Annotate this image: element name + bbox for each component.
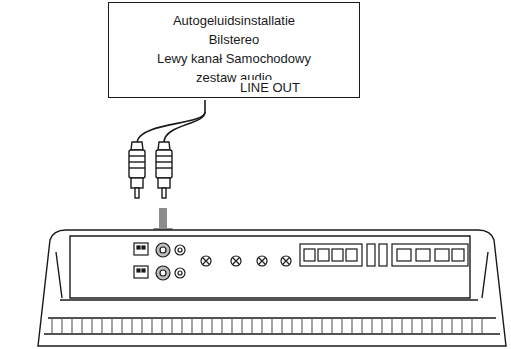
fin-line <box>122 319 123 333</box>
fin-line <box>152 319 153 333</box>
fin-line <box>62 319 63 333</box>
amplifier-panel <box>134 243 468 280</box>
fin-line <box>142 319 143 333</box>
fin-line <box>392 319 393 333</box>
fin-line <box>472 319 473 333</box>
heatsink-fins <box>52 319 482 333</box>
fin-line <box>222 319 223 333</box>
fin-line <box>162 319 163 333</box>
fin-line <box>442 319 443 333</box>
fin-line <box>112 319 113 333</box>
device-name: Bilstereo <box>137 30 331 49</box>
fin-line <box>52 319 53 333</box>
fin-line <box>352 319 353 333</box>
fin-line <box>452 319 453 333</box>
fin-line <box>312 319 313 333</box>
fin-line <box>212 319 213 333</box>
fin-line <box>252 319 253 333</box>
fin-line <box>432 319 433 333</box>
fin-line <box>382 319 383 333</box>
fin-line <box>242 319 243 333</box>
fin-line <box>342 319 343 333</box>
device-box: AutogeluidsinstallatieBilstereoLewy kana… <box>108 2 360 98</box>
fin-line <box>482 319 483 333</box>
fin-line <box>192 319 193 333</box>
fin-line <box>202 319 203 333</box>
fin-line <box>292 319 293 333</box>
fin-line <box>272 319 273 333</box>
fin-line <box>102 319 103 333</box>
rca-plug <box>129 142 172 198</box>
rca-cable <box>137 100 205 142</box>
fin-line <box>132 319 133 333</box>
fin-line <box>282 319 283 333</box>
fin-line <box>332 319 333 333</box>
fin-line <box>72 319 73 333</box>
fin-line <box>422 319 423 333</box>
fin-line <box>402 319 403 333</box>
fin-line <box>262 319 263 333</box>
fin-line <box>462 319 463 333</box>
fin-line <box>232 319 233 333</box>
signal-label: LINE OUT <box>238 80 302 96</box>
fin-line <box>322 319 323 333</box>
fin-line <box>172 319 173 333</box>
fin-line <box>412 319 413 333</box>
fin-line <box>362 319 363 333</box>
device-name: Autogeluidsinstallatie <box>137 11 331 30</box>
fin-line <box>302 319 303 333</box>
fin-line <box>372 319 373 333</box>
fin-line <box>92 319 93 333</box>
fin-line <box>82 319 83 333</box>
fin-line <box>182 319 183 333</box>
amplifier <box>38 230 506 346</box>
